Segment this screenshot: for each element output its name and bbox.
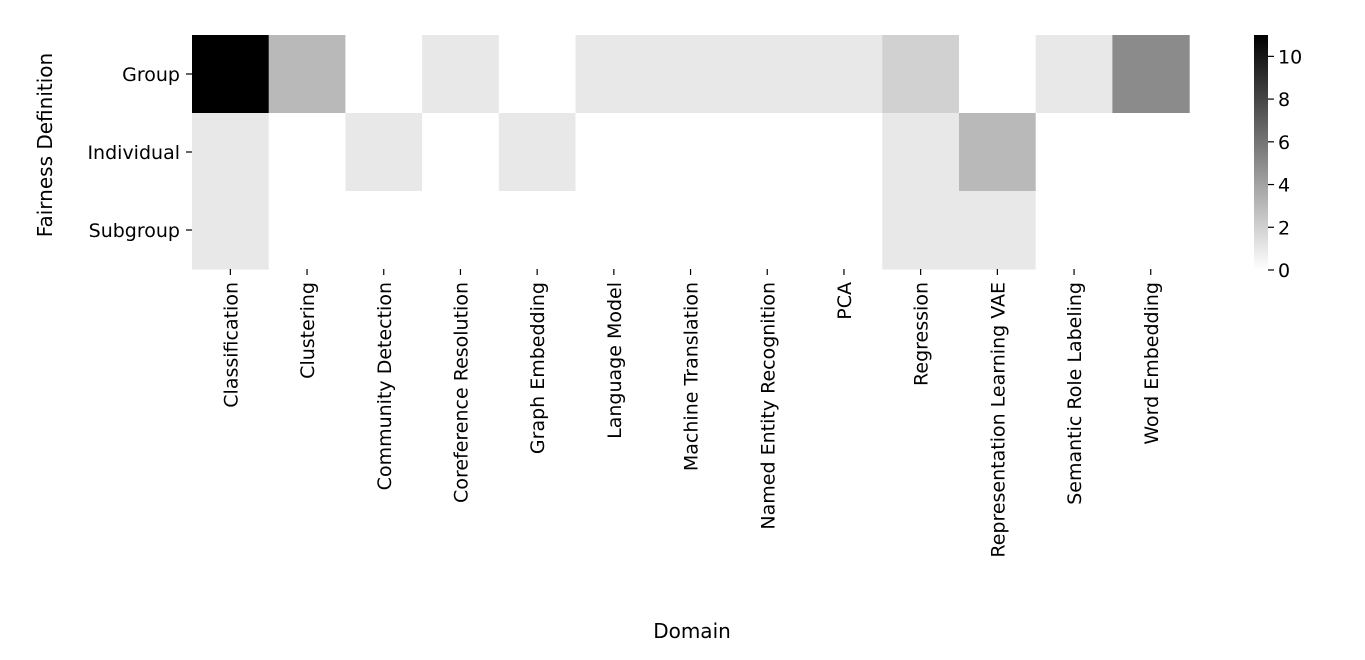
heatmap-cell: [192, 191, 270, 270]
x-axis-label: Domain: [653, 619, 731, 643]
heatmap-cell: [422, 113, 500, 192]
heatmap-cell: [192, 113, 270, 192]
heatmap-cell: [192, 35, 270, 114]
heatmap-cell: [882, 113, 960, 192]
x-tick-label: Machine Translation: [681, 282, 703, 471]
heatmap-cell: [959, 35, 1037, 114]
heatmap-cell: [1035, 113, 1113, 192]
heatmap-cell: [728, 35, 807, 114]
colorbar: 0 2 4 6 8 10: [1254, 35, 1302, 282]
y-axis-label: Fairness Definition: [33, 53, 57, 237]
heatmap-cell: [1112, 35, 1190, 114]
heatmap-cell: [575, 35, 653, 114]
heatmap-cell: [498, 113, 577, 192]
heatmap-cells: [192, 35, 1190, 270]
x-tick-label: Semantic Role Labeling: [1064, 282, 1086, 505]
heatmap-cell: [575, 191, 653, 270]
heatmap-cell: [498, 35, 577, 114]
heatmap-cell: [575, 113, 653, 192]
x-axis-ticks: Classification Clustering Community Detect…: [220, 269, 1163, 558]
x-tick-label: Language Model: [604, 282, 626, 439]
colorbar-ticks: 0 2 4 6 8 10: [1268, 46, 1302, 282]
heatmap-cell: [959, 191, 1037, 270]
x-tick-label: Regression: [911, 282, 933, 386]
x-tick-label: Named Entity Recognition: [757, 282, 779, 530]
colorbar-tick-label: 4: [1278, 175, 1290, 197]
heatmap-cell: [882, 35, 960, 114]
heatmap-cell: [1035, 35, 1113, 114]
x-tick-label: Graph Embedding: [527, 282, 549, 454]
heatmap-cell: [422, 35, 500, 114]
heatmap-cell: [1112, 191, 1190, 270]
heatmap-cell: [959, 113, 1037, 192]
colorbar-tick-label: 10: [1278, 46, 1302, 68]
y-tick-label: Subgroup: [89, 220, 180, 242]
heatmap-cell: [652, 113, 730, 192]
x-tick-label: Coreference Resolution: [450, 282, 472, 503]
y-tick-label: Individual: [87, 142, 180, 164]
heatmap-cell: [1035, 191, 1113, 270]
heatmap-cell: [652, 191, 730, 270]
heatmap-cell: [652, 35, 730, 114]
x-tick-label: Community Detection: [374, 282, 396, 490]
heatmap-cell: [882, 191, 960, 270]
colorbar-tick-label: 2: [1278, 217, 1290, 239]
heatmap-cell: [268, 113, 346, 192]
heatmap-cell: [728, 113, 807, 192]
x-tick-label: Word Embedding: [1141, 282, 1163, 445]
heatmap-cell: [345, 35, 423, 114]
colorbar-gradient: [1254, 35, 1268, 270]
x-tick-label: Classification: [220, 282, 242, 408]
heatmap-cell: [805, 35, 883, 114]
colorbar-tick-label: 8: [1278, 89, 1290, 111]
heatmap-cell: [1112, 113, 1190, 192]
heatmap-cell: [805, 191, 883, 270]
heatmap-cell: [422, 191, 500, 270]
x-tick-label: PCA: [834, 282, 856, 320]
heatmap-cell: [805, 113, 883, 192]
x-tick-label: Representation Learning VAE: [987, 282, 1009, 558]
y-tick-label: Group: [122, 64, 180, 86]
heatmap-cell: [728, 191, 807, 270]
colorbar-tick-label: 6: [1278, 132, 1290, 154]
heatmap-cell: [268, 35, 346, 114]
heatmap-cell: [498, 191, 577, 270]
heatmap-cell: [345, 113, 423, 192]
x-tick-label: Clustering: [297, 282, 319, 379]
heatmap-cell: [268, 191, 346, 270]
heatmap-cell: [345, 191, 423, 270]
colorbar-tick-label: 0: [1278, 260, 1290, 282]
